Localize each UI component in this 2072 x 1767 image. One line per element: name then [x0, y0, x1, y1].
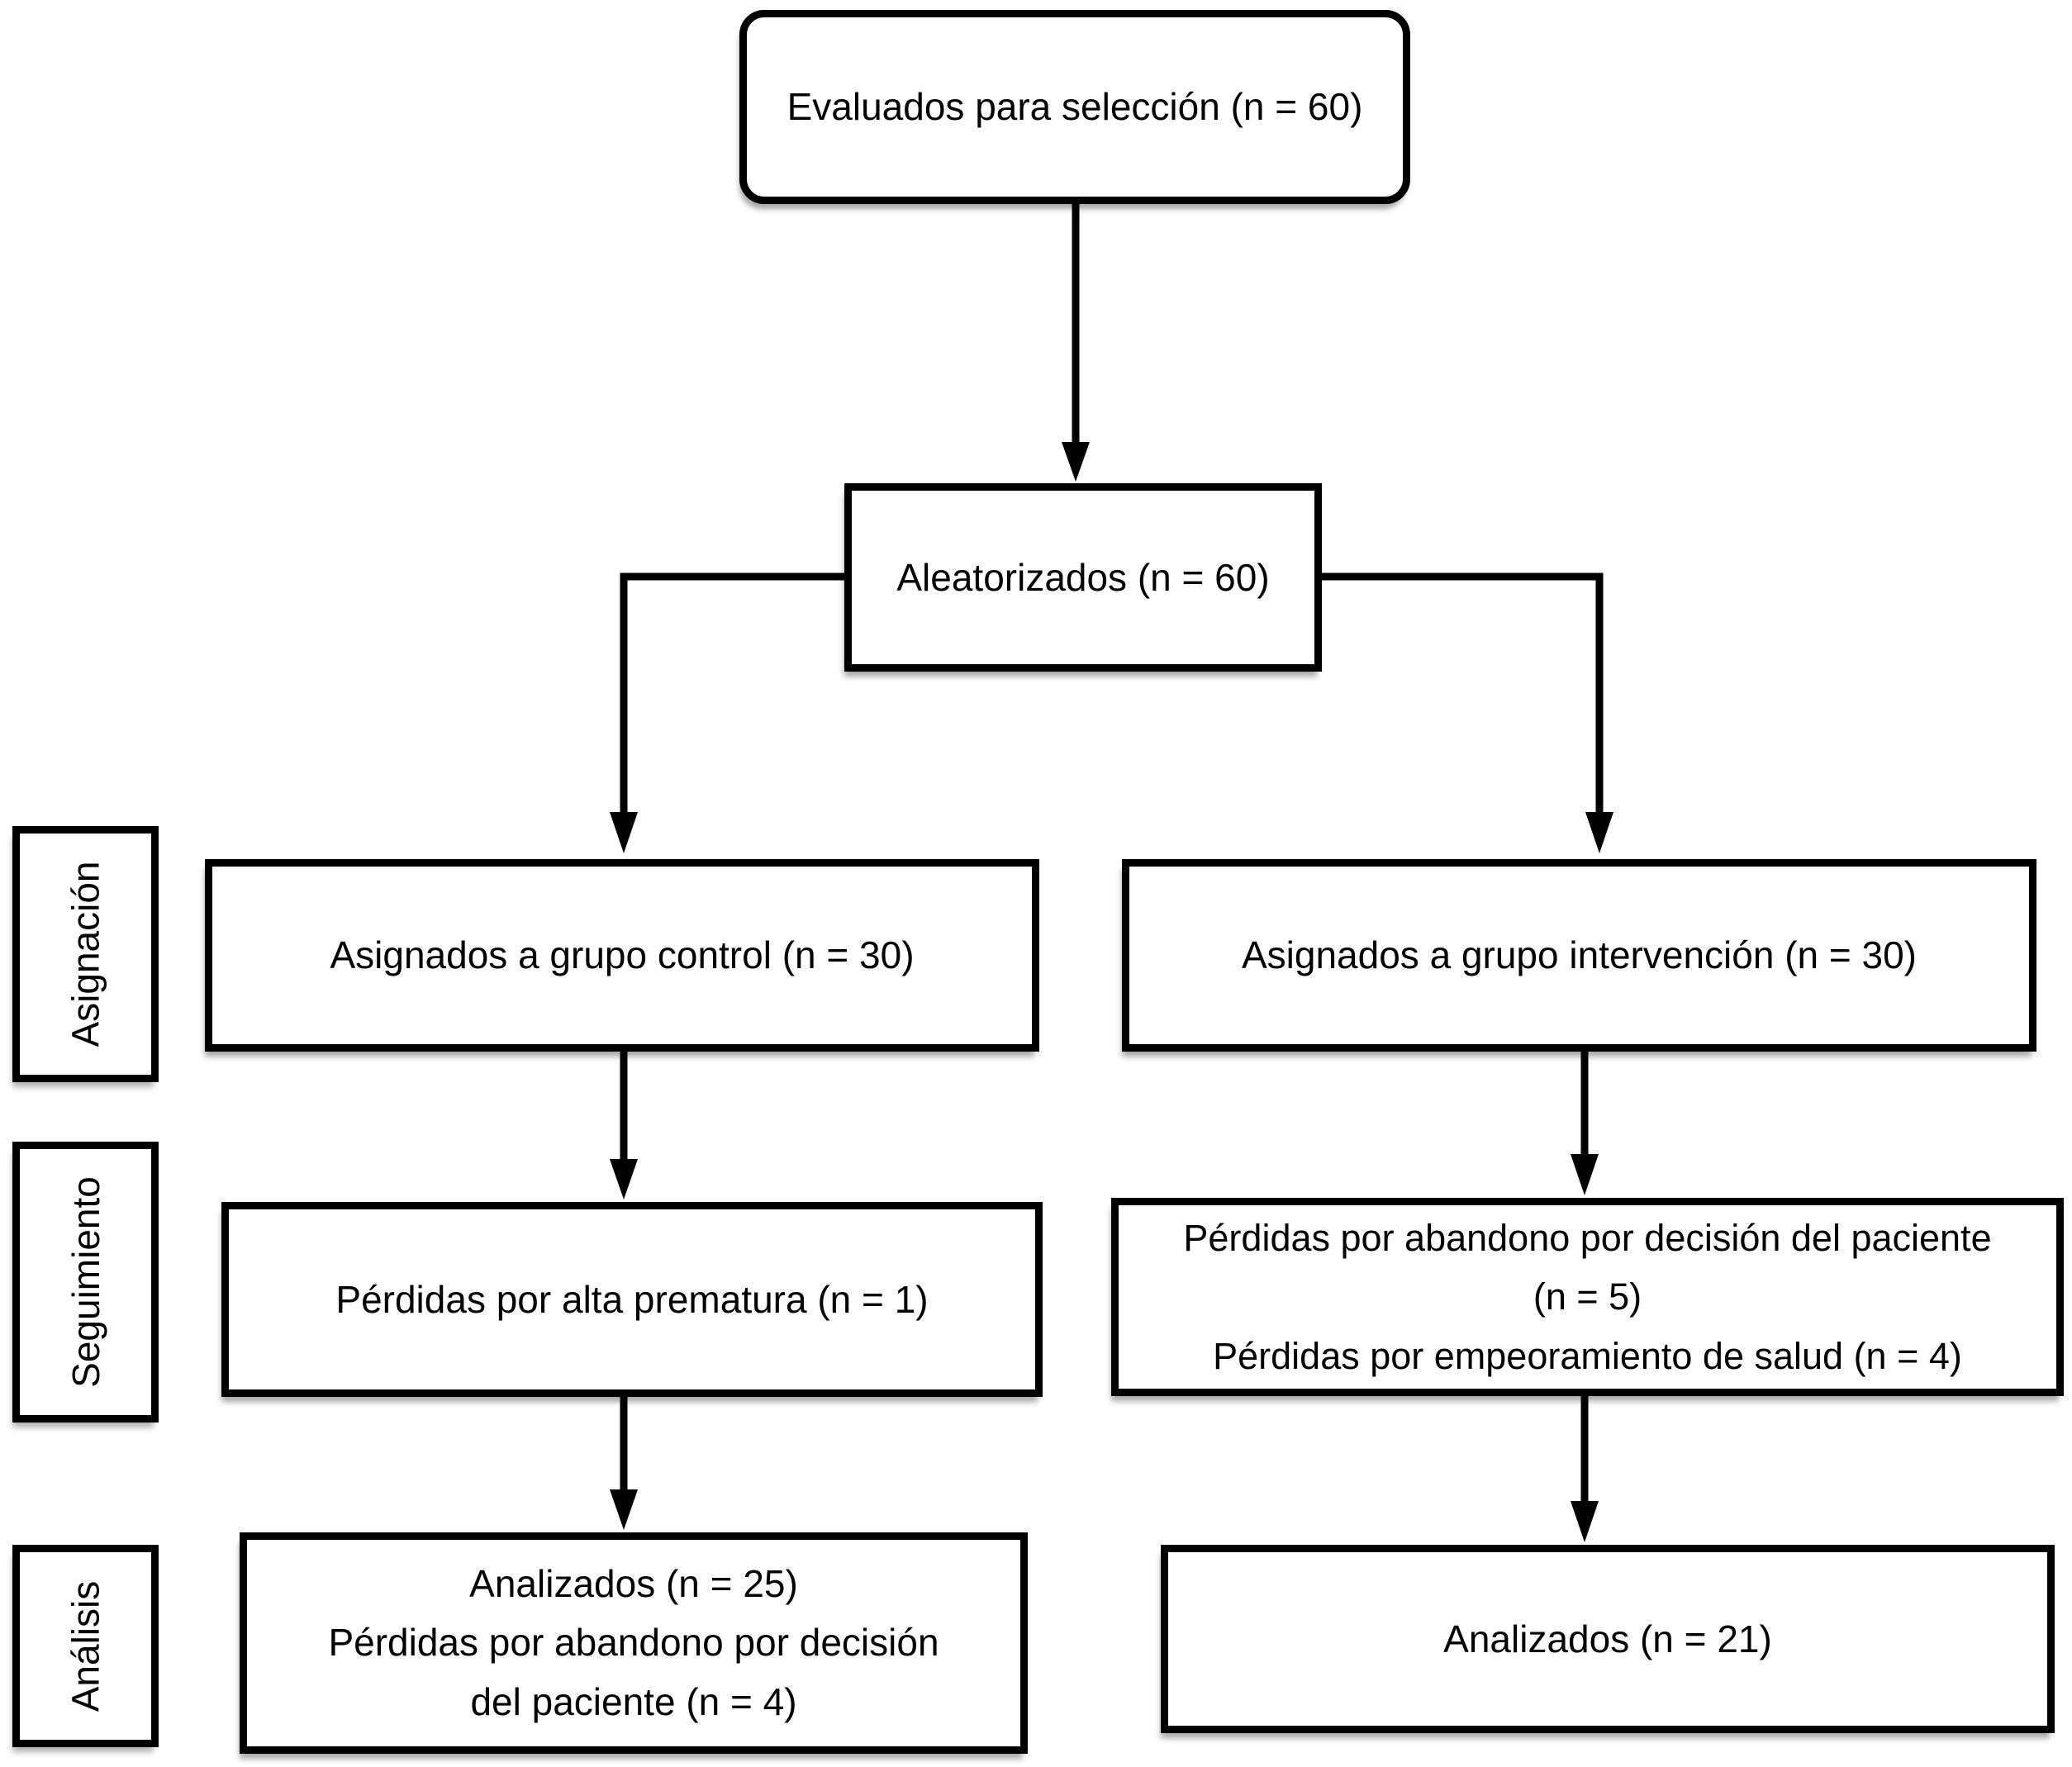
node-randomized-label: Aleatorizados (n = 60) — [896, 555, 1270, 599]
node-analysis-control-line3: del paciente (n = 4) — [470, 1679, 797, 1723]
node-allocation-intervention-label: Asignados a grupo intervención (n = 30) — [1241, 933, 1918, 976]
node-analysis-control-box: Analizados (n = 25) Pérdidas por abandon… — [240, 1532, 1028, 1754]
stage-label-allocation: Asignación — [12, 826, 159, 1082]
node-followup-intervention-line2: (n = 5) — [1533, 1275, 1642, 1318]
node-analysis-control-line1: Analizados (n = 25) — [469, 1562, 798, 1606]
arrow-followup-to-analysis-intervention — [1571, 1394, 1599, 1542]
stage-label-analysis: Análisis — [12, 1545, 159, 1747]
stage-label-followup-text: Seguimiento — [64, 1176, 107, 1388]
arrow-randomized-to-intervention — [1322, 572, 1613, 853]
node-analysis-intervention-label: Analizados (n = 21) — [1443, 1617, 1772, 1660]
node-followup-intervention-line3: Pérdidas por empeoramiento de salud (n =… — [1213, 1334, 1962, 1377]
node-assessed-box: Evaluados para selección (n = 60) — [739, 10, 1410, 204]
stage-label-allocation-text: Asignación — [64, 861, 107, 1047]
stage-label-analysis-text: Análisis — [64, 1580, 107, 1712]
node-followup-control-box: Pérdidas por alta prematura (n = 1) — [221, 1202, 1043, 1397]
node-analysis-intervention-box: Analizados (n = 21) — [1161, 1545, 2055, 1733]
node-randomized-box: Aleatorizados (n = 60) — [844, 483, 1322, 672]
arrow-intervention-to-followup — [1571, 1051, 1599, 1195]
node-allocation-intervention-box: Asignados a grupo intervención (n = 30) — [1122, 859, 2036, 1052]
node-followup-intervention-line1: Pérdidas por abandono por decisión del p… — [1183, 1217, 1992, 1260]
node-allocation-control-box: Asignados a grupo control (n = 30) — [205, 859, 1039, 1052]
arrow-randomized-to-control — [610, 572, 844, 853]
arrow-followup-to-analysis-control — [610, 1396, 638, 1530]
node-followup-control-label: Pérdidas por alta prematura (n = 1) — [335, 1277, 929, 1321]
node-followup-intervention-box: Pérdidas por abandono por decisión del p… — [1111, 1198, 2064, 1396]
stage-label-followup: Seguimiento — [12, 1142, 159, 1423]
node-analysis-control-line2: Pérdidas por abandono por decisión — [328, 1621, 939, 1665]
node-assessed-label: Evaluados para selección (n = 60) — [787, 85, 1363, 128]
node-allocation-control-label: Asignados a grupo control (n = 30) — [330, 933, 915, 976]
arrow-assessed-to-randomized — [1062, 202, 1090, 482]
arrow-control-to-followup — [610, 1051, 638, 1199]
